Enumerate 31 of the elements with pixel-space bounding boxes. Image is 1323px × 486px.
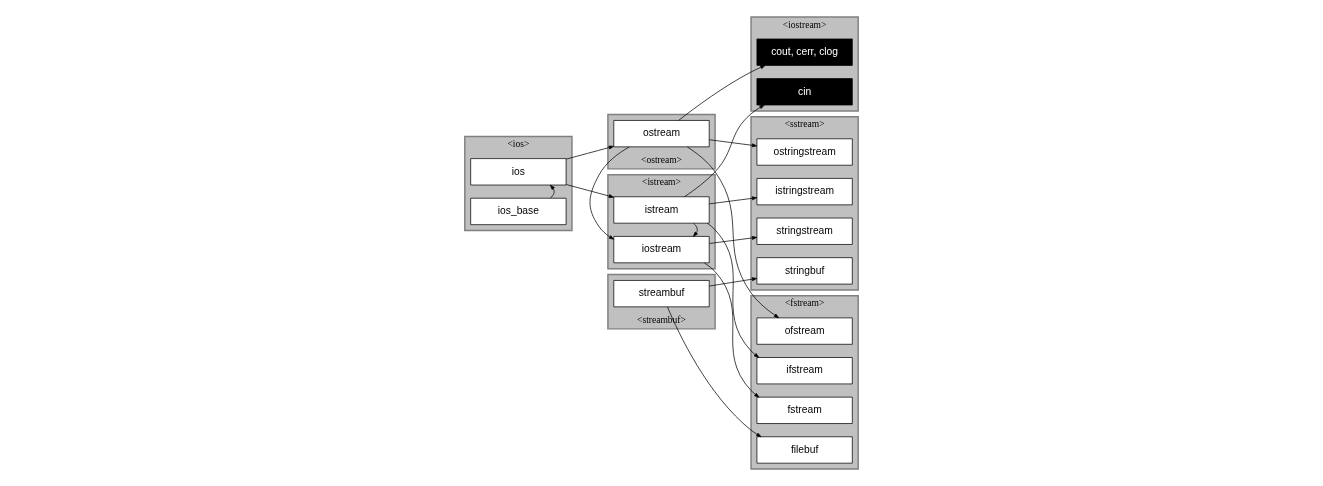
arrow [709, 196, 758, 205]
node-box: cin [756, 78, 853, 106]
arrow [709, 277, 758, 287]
node-box: streambuf [613, 280, 710, 308]
node-box: iostream [613, 236, 710, 264]
node-box: ios_base [470, 197, 567, 225]
node-box: ostream [613, 120, 710, 148]
arrow [704, 262, 760, 398]
node-box: stringbuf [756, 257, 853, 285]
node-box: istringstream [756, 178, 853, 206]
arrow [589, 146, 630, 240]
arrow [549, 184, 555, 199]
node-box: filebuf [756, 436, 853, 464]
arrow [687, 146, 780, 319]
arrow [709, 139, 758, 148]
arrow [707, 222, 760, 358]
arrow [684, 104, 765, 198]
arrow [693, 222, 698, 237]
arrow [667, 306, 762, 438]
arrow [678, 65, 766, 121]
node-box: fstream [756, 396, 853, 424]
arrow [709, 236, 758, 244]
node-box: cout, cerr, clog [756, 38, 853, 66]
node-box: ostringstream [756, 138, 853, 166]
arrow [565, 145, 614, 160]
node-box: istream [613, 196, 710, 224]
node-box: ios [470, 158, 567, 186]
node-box: ifstream [756, 357, 853, 385]
node-box: ofstream [756, 317, 853, 345]
node-box: stringstream [756, 217, 853, 245]
arrow [565, 184, 614, 198]
